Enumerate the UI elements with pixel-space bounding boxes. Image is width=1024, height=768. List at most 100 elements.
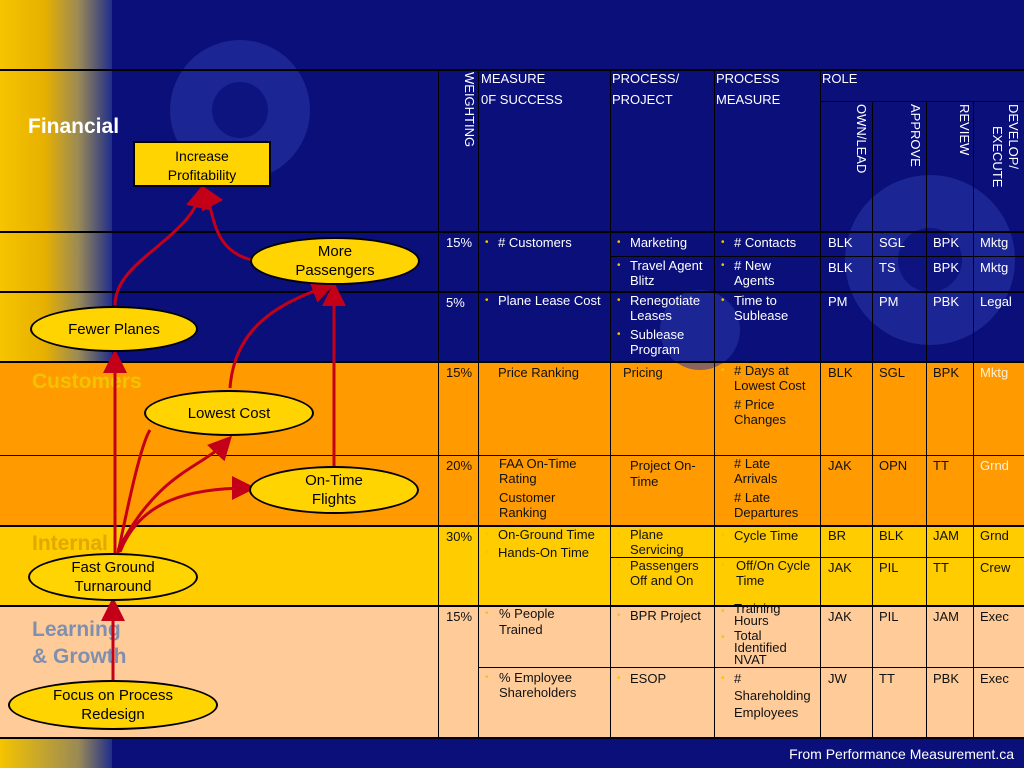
learning-line — [0, 605, 1024, 607]
bullet-icon: • — [617, 673, 621, 684]
node-lowest-cost[interactable]: Lowest Cost — [144, 390, 314, 436]
r3-approve: PM — [879, 294, 899, 309]
r3-own: PM — [828, 294, 848, 309]
node-fast-l2: Turnaround — [74, 578, 152, 595]
r9-process: ESOP — [630, 671, 667, 686]
r6-pmeasure: Cycle Time — [734, 528, 799, 543]
r8-review: JAM — [933, 609, 959, 624]
node-ontime-l1: On-Time — [305, 472, 363, 489]
r3-process-b-2: Program — [630, 342, 680, 357]
r4-pmeasure-b-1: # Price — [734, 397, 775, 412]
header-process-project-2: PROJECT — [612, 92, 673, 107]
left-gradient-bar — [0, 0, 112, 362]
r5-pmeasure-b-1: # Late — [734, 490, 771, 505]
node-more-passengers[interactable]: More Passengers — [250, 237, 420, 285]
r5-measure-a-2: Rating — [499, 471, 537, 486]
col-own-left — [820, 69, 821, 738]
r9-review: PBK — [933, 671, 960, 686]
r2-review: BPK — [933, 260, 960, 275]
node-on-time-flights[interactable]: On-Time Flights — [249, 466, 419, 514]
r4-pmeasure-b-2: Changes — [734, 412, 787, 427]
r8-pmeasure-b-2: Identified — [734, 640, 787, 655]
r6-own: BR — [828, 528, 847, 543]
bullet-icon: • — [721, 237, 725, 248]
r3-measure: Plane Lease Cost — [498, 293, 601, 308]
r5-measure-b-2: Ranking — [499, 505, 547, 520]
header-role: ROLE — [822, 71, 858, 86]
bullet-icon: • — [721, 632, 725, 643]
col-weight-left — [438, 69, 439, 738]
node-fast-ground-turnaround[interactable]: Fast Ground Turnaround — [28, 553, 198, 601]
r5-pmeasure-a-2: Arrivals — [734, 471, 778, 486]
r8-pmeasure-a-2: Hours — [734, 613, 769, 628]
strategy-arrows — [101, 184, 346, 683]
node-focus-on-process-redesign[interactable]: Focus on Process Redesign — [8, 680, 218, 730]
r7-review: TT — [933, 560, 949, 575]
r2-develop: Mktg — [980, 260, 1009, 275]
header-develop-2: EXECUTE — [990, 126, 1005, 188]
r5-process-2: Time — [630, 474, 659, 489]
r5-weight: 20% — [446, 458, 473, 473]
r4-review: BPK — [933, 365, 960, 380]
r1-pmeasure: # Contacts — [734, 235, 797, 250]
r1-develop: Mktg — [980, 235, 1009, 250]
bullet-icon: • — [721, 530, 725, 541]
r1-review: BPK — [933, 235, 960, 250]
col-measure-left — [478, 69, 479, 738]
col-pmeasure-left — [714, 69, 715, 738]
r5-review: TT — [933, 458, 949, 473]
bullet-icon: • — [721, 606, 725, 617]
r8-measure-2: Trained — [499, 622, 543, 637]
r8-measure-1: % People — [499, 606, 555, 621]
r1-process: Marketing — [630, 235, 688, 250]
section-learning-1: Learning — [32, 618, 121, 641]
r3-pmeasure-1: Time to — [734, 293, 777, 308]
r6-process-1: Plane — [630, 527, 664, 542]
r6-approve: BLK — [879, 528, 904, 543]
bullet-icon: • — [485, 547, 489, 558]
r4-process: Pricing — [623, 365, 663, 380]
r2-pmeasure-2: Agents — [734, 273, 775, 288]
r1-own: BLK — [828, 235, 853, 250]
r4-pmeasure-a-1: # Days at — [734, 363, 789, 378]
bullet-icon: • — [617, 610, 621, 621]
r4-weight: 15% — [446, 365, 473, 380]
header-measure-1: MEASURE — [481, 71, 546, 86]
bullet-icon: • — [617, 560, 621, 571]
bullet-icon: • — [485, 237, 489, 248]
r6-measure-a: On-Ground Time — [498, 527, 595, 542]
r5-measure-b-1: Customer — [499, 490, 556, 505]
bullet-icon: • — [617, 260, 621, 271]
r8-own: JAK — [828, 609, 852, 624]
r3-develop: Legal — [980, 294, 1012, 309]
node-focus-l1: Focus on Process — [52, 687, 174, 704]
node-lowest: Lowest Cost — [187, 404, 271, 422]
r8-develop: Exec — [980, 609, 1009, 624]
bullet-icon: • — [721, 295, 725, 306]
r5-process-1: Project On- — [630, 458, 696, 473]
r3-process-b-1: Sublease — [630, 327, 685, 342]
node-fewer-planes[interactable]: Fewer Planes — [30, 306, 198, 352]
r9-measure-1: % Employee — [499, 670, 572, 685]
header-bottom-line — [0, 231, 1024, 233]
r9-own: JW — [828, 671, 847, 686]
r2-process-1: Travel Agent — [630, 258, 703, 273]
r4-approve: SGL — [879, 365, 906, 380]
r4-measure: Price Ranking — [498, 365, 579, 380]
node-increase-l1: Increase — [175, 148, 229, 164]
r2-approve: TS — [879, 260, 896, 275]
bullet-icon: • — [485, 529, 489, 540]
header-process-measure-1: PROCESS — [716, 71, 780, 86]
header-develop-1: DEVELOP/ — [1006, 104, 1021, 170]
table-top-line — [0, 69, 1024, 71]
arrow-fewer-to-increase — [113, 184, 210, 306]
col-approve-left — [872, 101, 873, 738]
bullet-icon: • — [485, 608, 489, 619]
r8-weight: 15% — [446, 609, 473, 624]
r2-pmeasure-1: # New — [734, 258, 771, 273]
r8-process: BPR Project — [630, 608, 701, 623]
r5-pmeasure-b-2: Departures — [734, 505, 799, 520]
node-increase-profitability[interactable]: Increase Profitability — [133, 141, 271, 187]
r7-process-2: Off and On — [630, 573, 694, 588]
r1-measure: # Customers — [498, 235, 572, 250]
